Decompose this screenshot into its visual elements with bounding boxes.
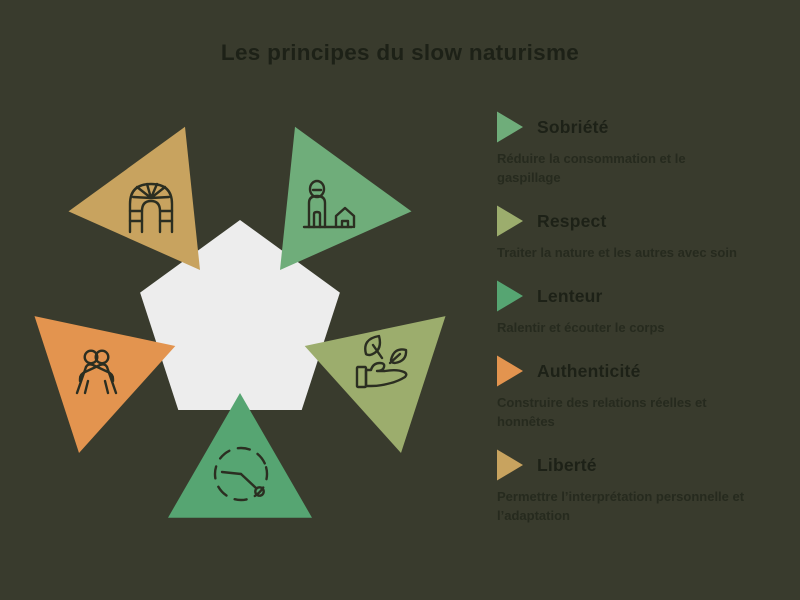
legend-item-lenteur: Lenteur Ralentir et écouter le corps — [497, 280, 759, 337]
legend-item-liberte: Liberté Permettre l’interprétation perso… — [497, 449, 759, 525]
person-house-icon — [302, 179, 356, 229]
principle-description: Traiter la nature et les autres avec soi… — [497, 245, 737, 260]
principles-diagram — [34, 126, 446, 518]
hand-leaves-icon — [355, 334, 408, 389]
principle-description: Permettre l’interprétation personnelle e… — [497, 489, 745, 523]
triangle-marker-icon — [497, 205, 523, 237]
principle-description: Construire des relations réelles et honn… — [497, 395, 707, 429]
principle-description: Réduire la consommation et le gaspillage — [497, 151, 686, 185]
triangle-lenteur — [168, 393, 312, 518]
triangle-marker-icon — [497, 449, 523, 481]
legend: Sobriété Réduire la consommation et le g… — [497, 111, 759, 525]
pentagon-center — [140, 220, 340, 410]
triangle-liberte — [68, 126, 200, 270]
slow-clock-icon — [213, 446, 269, 502]
principle-title: Respect — [537, 210, 607, 231]
legend-item-respect: Respect Traiter la nature et les autres … — [497, 205, 759, 262]
principle-description: Ralentir et écouter le corps — [497, 320, 665, 335]
embrace-icon — [75, 349, 118, 395]
legend-item-sobriete: Sobriété Réduire la consommation et le g… — [497, 111, 759, 187]
principle-title: Authenticité — [537, 360, 641, 381]
triangle-marker-icon — [497, 280, 523, 312]
triangle-marker-icon — [497, 355, 523, 387]
principle-title: Lenteur — [537, 285, 603, 306]
principle-title: Liberté — [537, 454, 597, 475]
triangle-marker-icon — [497, 111, 523, 143]
arch-window-icon — [128, 182, 174, 234]
triangle-respect — [304, 316, 446, 453]
triangle-sobriete — [280, 126, 412, 270]
page-title: Les principes du slow naturisme — [220, 40, 580, 65]
principle-title: Sobriété — [537, 116, 609, 137]
legend-item-authenticite: Authenticité Construire des relations ré… — [497, 355, 759, 431]
